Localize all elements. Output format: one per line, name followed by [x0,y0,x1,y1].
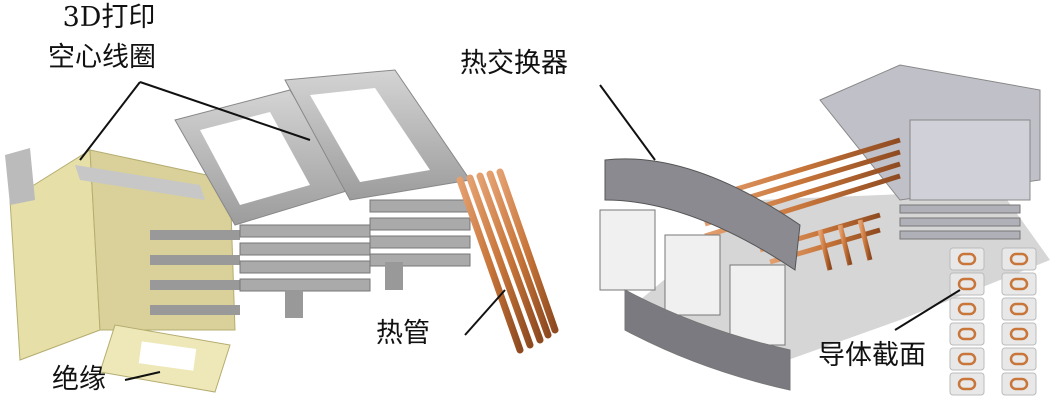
coil-label: 3D打印 空心线圈 [48,2,156,74]
conductor-section-label: 导体截面 [818,340,926,371]
coil-stacks [599,209,791,391]
coil-label-line2: 空心线圈 [48,42,156,73]
insulated-coil [5,148,240,393]
heat-pipe-label: 热管 [376,318,430,349]
conductor-sections [949,247,1037,396]
core-block [819,64,1041,240]
left-photo [5,69,559,393]
coil-label-line1: 3D打印 [62,2,156,33]
leader-lines [79,81,961,381]
hollow-coils [174,69,471,318]
copper-pipes [699,137,901,271]
insulation-label: 绝缘 [52,364,106,395]
heat-exchanger-label: 热交换器 [460,48,568,79]
right-render [599,64,1050,396]
heat-exchanger-body [604,158,801,271]
heat-pipes [456,168,559,354]
